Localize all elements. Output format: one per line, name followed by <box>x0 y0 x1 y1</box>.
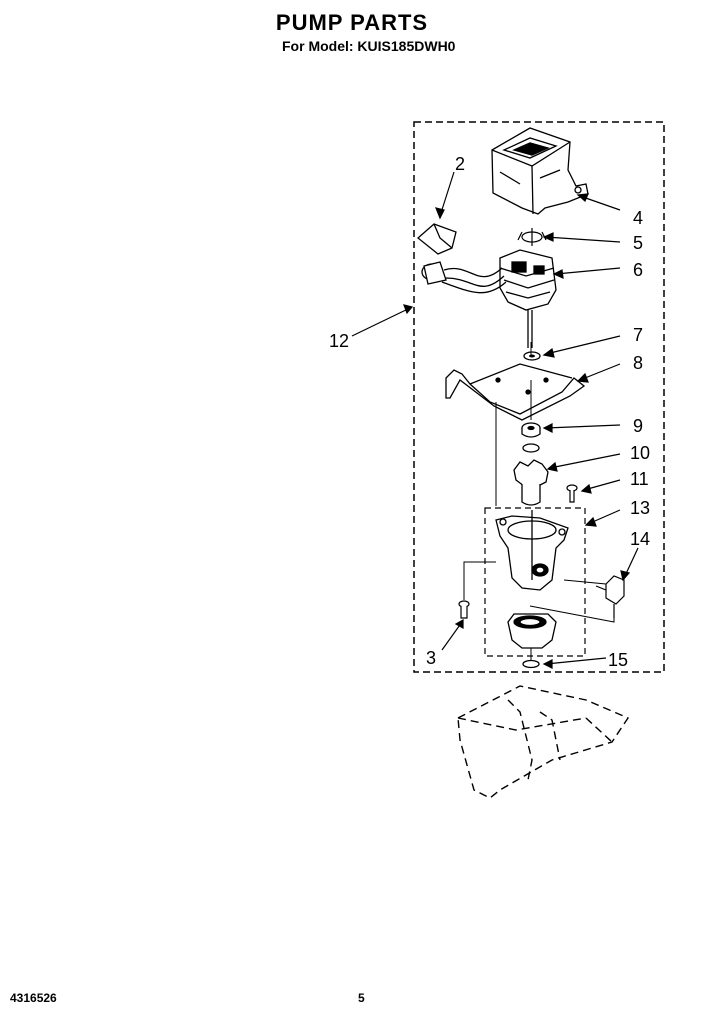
callout-4: 4 <box>633 208 643 228</box>
page-number: 5 <box>358 991 365 1005</box>
callout-2: 2 <box>455 154 465 174</box>
callout-9: 9 <box>633 416 643 436</box>
washer-15-part <box>522 659 540 669</box>
page-title: PUMP PARTS <box>275 10 429 35</box>
leader-lines <box>351 171 639 669</box>
callout-10: 10 <box>630 443 650 463</box>
callout-13: 13 <box>630 498 650 518</box>
assembly-boundary <box>413 121 665 673</box>
callout-8: 8 <box>633 353 643 373</box>
pump-base-part <box>507 613 557 649</box>
grommet-part <box>521 422 541 438</box>
callout-5: 5 <box>633 233 643 253</box>
ice-bin-outline <box>457 685 630 799</box>
screw-11-part <box>566 484 578 503</box>
pump-housing-part <box>495 510 569 591</box>
callout-15: 15 <box>608 650 628 670</box>
motor-cover-part <box>491 127 589 215</box>
impeller-clip-part <box>517 228 547 246</box>
screw-3-part <box>458 600 470 619</box>
impeller-part <box>513 443 549 506</box>
document-number: 4316526 <box>10 991 57 1005</box>
model-subtitle: For Model: KUIS185DWH0 <box>282 38 456 54</box>
mounting-bracket-part <box>445 363 586 421</box>
callout-11: 11 <box>630 469 649 489</box>
callout-14: 14 <box>630 529 650 549</box>
capacitor-part <box>416 223 507 294</box>
motor-part <box>499 249 557 348</box>
fitting-part <box>595 575 625 618</box>
callout-7: 7 <box>633 325 643 345</box>
callout-12: 12 <box>329 331 349 351</box>
callout-6: 6 <box>633 260 643 280</box>
callout-3: 3 <box>426 648 436 668</box>
assembly-lines <box>463 342 615 660</box>
